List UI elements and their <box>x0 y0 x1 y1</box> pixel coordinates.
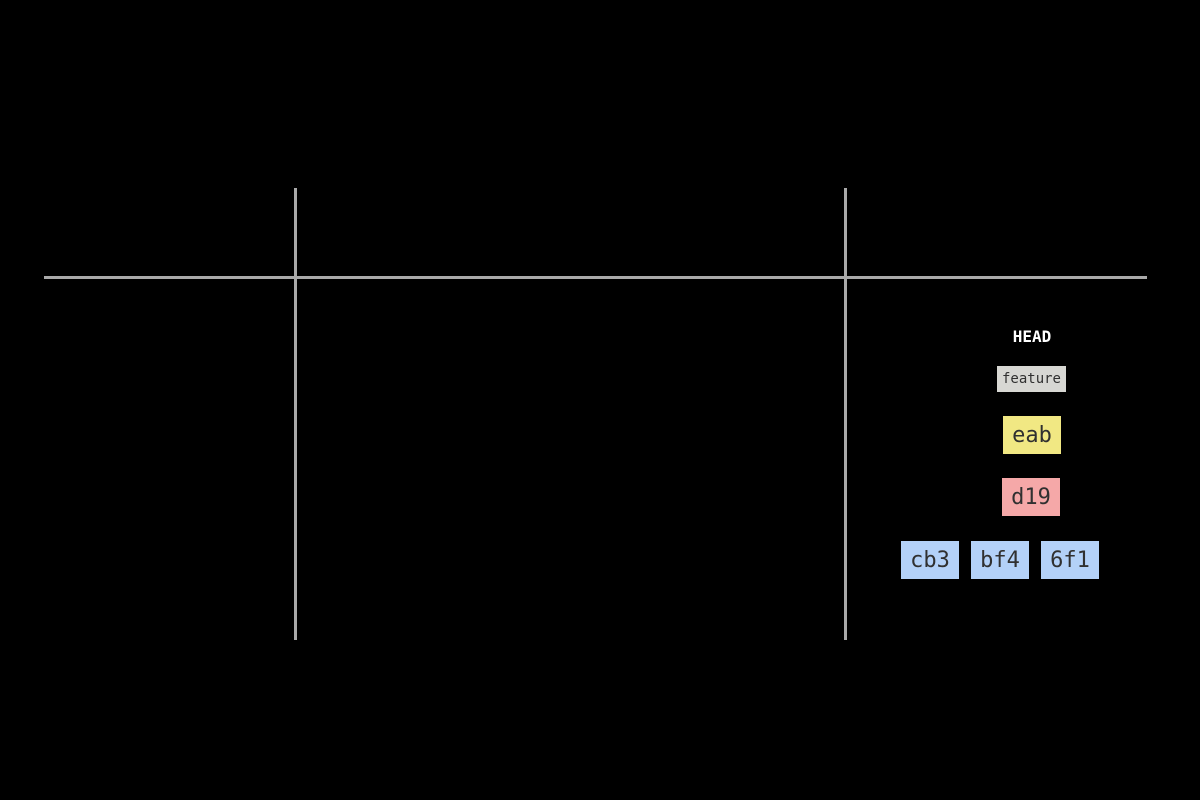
commit-box-bf4: bf4 <box>971 541 1029 579</box>
commit-box-d19: d19 <box>1002 478 1060 516</box>
table-header-divider <box>44 276 1147 279</box>
column-divider-left <box>294 188 297 640</box>
column-divider-right <box>844 188 847 640</box>
head-label: HEAD <box>1012 327 1052 346</box>
commit-box-eab: eab <box>1003 416 1061 454</box>
commit-box-cb3: cb3 <box>901 541 959 579</box>
branch-badge-feature: feature <box>997 366 1066 392</box>
commit-box-6f1: 6f1 <box>1041 541 1099 579</box>
